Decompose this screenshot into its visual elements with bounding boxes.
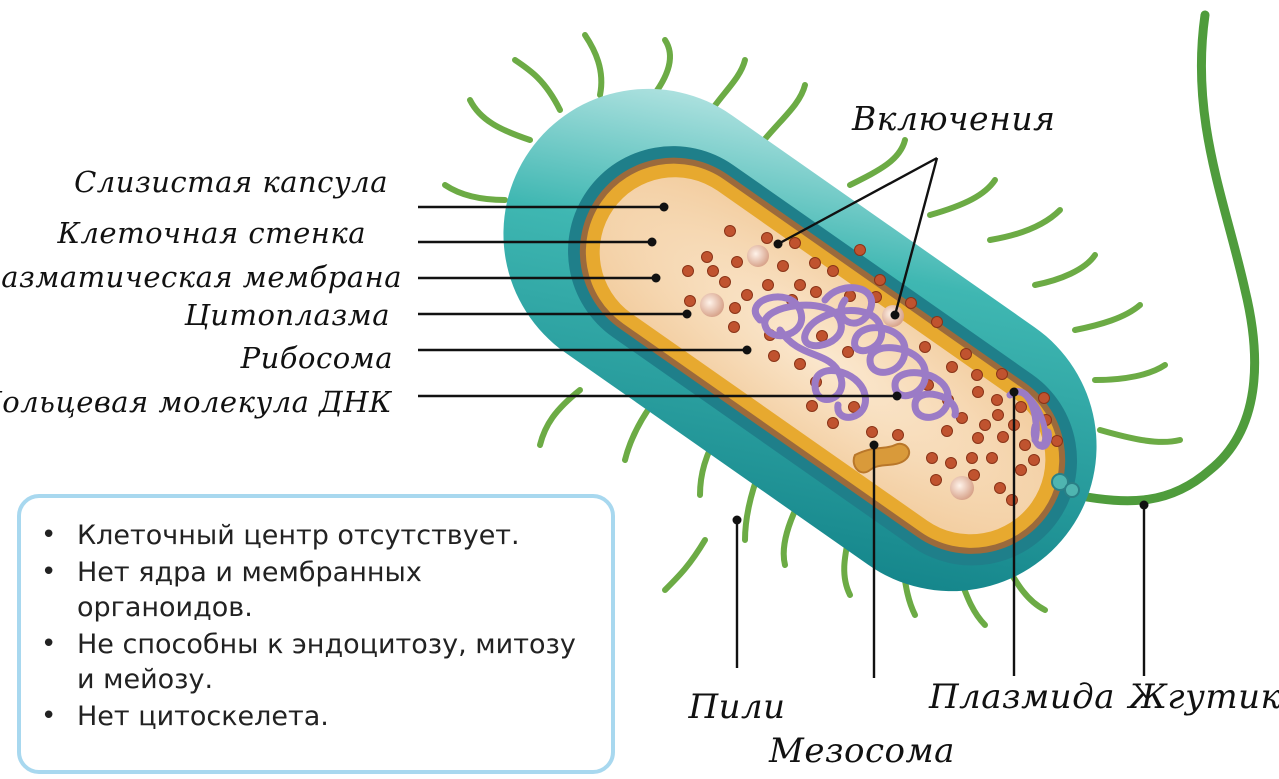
ribosome [762,233,773,244]
label-pili: Пили [687,687,785,727]
ribosome [811,287,822,298]
ribosome [931,475,942,486]
ribosome [972,370,983,381]
ribosome [998,432,1009,443]
label-cell-wall: Клеточная стенка [57,216,367,250]
ribosome [980,420,991,431]
ribosome [1020,440,1031,451]
ribosome [778,261,789,272]
ribosome [702,252,713,263]
ribosome [875,275,886,286]
ribosome [946,458,957,469]
facts-box: Клеточный центр отсутствует. Нет ядра и … [17,494,615,774]
fact-item: Нет ядра и мембранных органоидов. [77,555,591,625]
fact-item: Клеточный центр отсутствует. [77,518,591,553]
ribosome [843,347,854,358]
label-plasmid: Плазмида [928,677,1115,717]
inclusion [747,245,769,267]
ribosome [867,427,878,438]
fact-item: Нет цитоскелета. [77,699,591,734]
fact-item: Не способны к эндоцитозу, митозу и мейоз… [77,627,591,697]
ribosome [1029,455,1040,466]
ribosome [947,362,958,373]
ribosome [795,280,806,291]
ribosome [855,245,866,256]
ribosome [790,238,801,249]
label-flagellum: Жгутик [1126,677,1279,717]
ribosome [987,453,998,464]
facts-list: Клеточный центр отсутствует. Нет ядра и … [21,498,611,734]
ribosome [683,266,694,277]
ribosome [906,298,917,309]
label-capsule: Слизистая капсула [74,165,388,199]
ribosome [1007,495,1018,506]
ribosome [1052,436,1063,447]
ribosome [807,401,818,412]
ribosome [732,257,743,268]
ribosome [993,410,1004,421]
ribosome [920,342,931,353]
label-mesosome: Мезосома [768,731,955,771]
ribosome [893,430,904,441]
ribosome [795,359,806,370]
ribosome [810,258,821,269]
inclusion [700,293,724,317]
ribosome [769,351,780,362]
label-circular-dna: Кольцевая молекула ДНК [0,385,393,419]
ribosome [1016,402,1027,413]
ribosome [708,266,719,277]
label-inclusions: Включения [851,99,1055,138]
label-ribosome: Рибосома [240,341,393,375]
ribosome [969,470,980,481]
ribosome [961,349,972,360]
ribosome [973,433,984,444]
ribosome [817,331,828,342]
ribosome [927,453,938,464]
ribosome [685,296,696,307]
ribosome [992,395,1003,406]
ribosome [730,303,741,314]
ribosome [932,317,943,328]
ribosome [828,418,839,429]
label-cytoplasm: Цитоплазма [183,298,390,332]
ribosome [973,387,984,398]
ribosome [997,369,1008,380]
ribosome [763,280,774,291]
ribosome [1016,465,1027,476]
ribosome [720,277,731,288]
ribosome [729,322,740,333]
ribosome [995,483,1006,494]
ribosome [828,266,839,277]
label-plasma-membrane: Плазматическая мембрана [0,260,402,294]
ribosome [942,426,953,437]
ribosome [725,226,736,237]
ribosome [967,453,978,464]
ribosome [1039,393,1050,404]
ribosome [742,290,753,301]
